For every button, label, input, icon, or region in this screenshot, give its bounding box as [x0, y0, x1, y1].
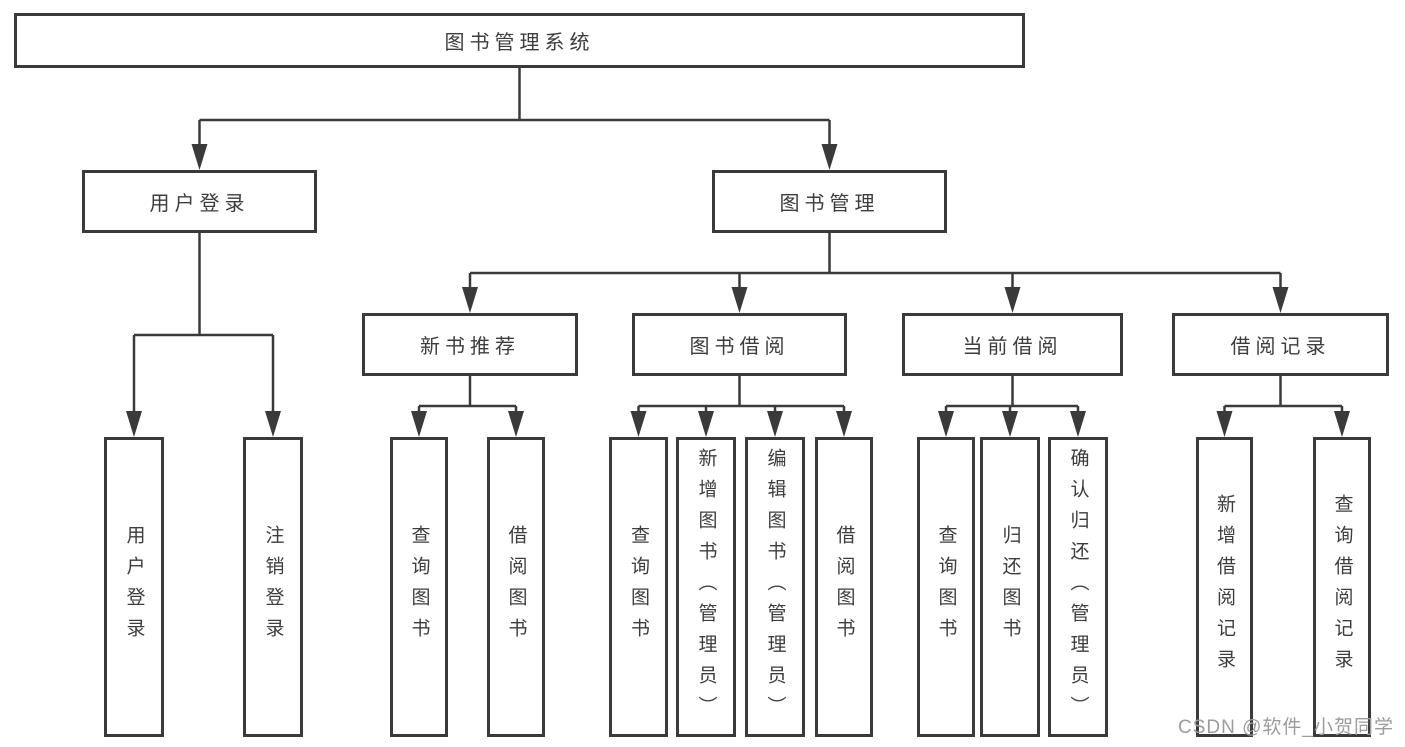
node-leaf-borrow-books-2: 借阅图书: [815, 437, 873, 737]
leaf-label: 新增借阅记录: [1214, 494, 1235, 680]
node-leaf-edit-books-admin: 编辑图书（管理员）: [745, 437, 805, 737]
leaf-label: 编辑图书（管理员）: [764, 447, 786, 727]
node-current-borrowing: 当前借阅: [902, 313, 1123, 376]
leaf-label: 归还图书: [999, 525, 1021, 649]
leaf-label: 注销登录: [262, 525, 284, 649]
node-leaf-borrow-books-1: 借阅图书: [487, 437, 545, 737]
node-leaf-add-borrow-record: 新增借阅记录: [1196, 437, 1253, 737]
leaf-label: 用户登录: [123, 525, 145, 649]
node-leaf-add-books-admin: 新增图书（管理员）: [676, 437, 736, 737]
node-leaf-logout: 注销登录: [243, 437, 303, 737]
node-leaf-query-books-3: 查询图书: [917, 437, 975, 737]
node-leaf-query-books-2: 查询图书: [609, 437, 668, 737]
node-borrowing-records: 借阅记录: [1172, 313, 1389, 376]
arrowheads: [126, 144, 1350, 437]
leaf-label: 查询图书: [935, 525, 957, 649]
node-leaf-user-login: 用户登录: [104, 437, 164, 737]
node-leaf-query-borrow-record: 查询借阅记录: [1313, 437, 1371, 737]
leaf-label: 查询借阅记录: [1331, 494, 1353, 680]
node-library-management-system: 图书管理系统: [14, 13, 1025, 68]
leaf-label: 新增图书（管理员）: [695, 447, 717, 727]
node-leaf-return-books: 归还图书: [980, 437, 1040, 737]
node-book-management: 图书管理: [712, 170, 947, 233]
node-user-login: 用户登录: [82, 170, 317, 233]
leaf-label: 查询图书: [408, 525, 430, 649]
node-new-book-recommendation: 新书推荐: [362, 313, 578, 376]
node-leaf-query-books-1: 查询图书: [390, 437, 448, 737]
node-book-borrowing: 图书借阅: [632, 313, 847, 376]
leaf-label: 借阅图书: [833, 525, 855, 649]
leaf-label: 借阅图书: [505, 525, 527, 649]
node-leaf-confirm-return-admin: 确认归还（管理员）: [1048, 437, 1108, 737]
leaf-label: 确认归还（管理员）: [1067, 447, 1089, 727]
csdn-watermark: CSDN @软件_小贺同学: [1178, 717, 1394, 738]
leaf-label: 查询图书: [628, 525, 649, 649]
